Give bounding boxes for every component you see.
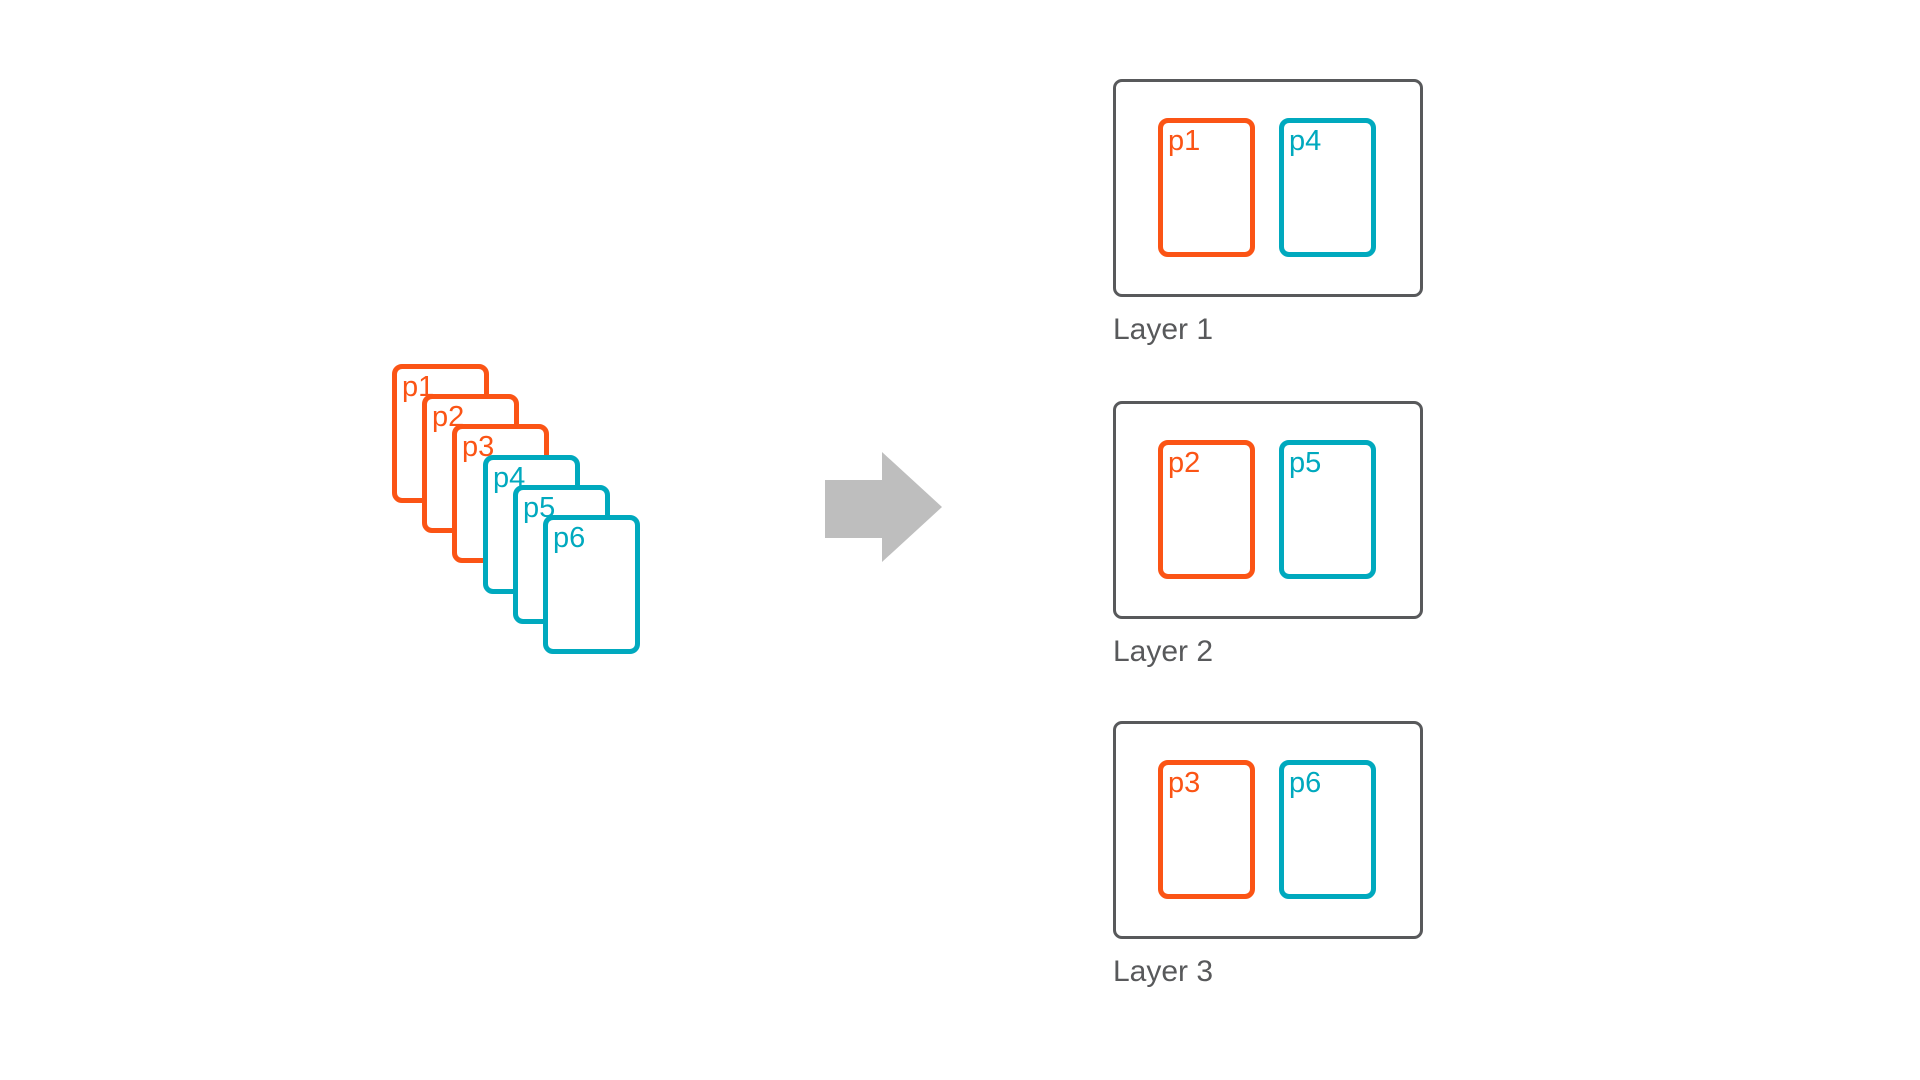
- page-label: p6: [1289, 767, 1322, 799]
- right-arrow-icon: [825, 452, 942, 562]
- page-card: p6: [1279, 760, 1376, 899]
- page-card: p3: [1158, 760, 1255, 899]
- layer-box: p3 p6: [1113, 721, 1423, 939]
- layer-box: p2 p5: [1113, 401, 1423, 619]
- page-card: p1: [1158, 118, 1255, 257]
- layer-label: Layer 3: [1113, 955, 1214, 988]
- page-label: p1: [1168, 125, 1201, 157]
- page-label: p2: [1168, 447, 1201, 479]
- stacked-page-card: p6: [543, 515, 640, 654]
- page-label: p4: [1289, 125, 1322, 157]
- layer-box: p1 p4: [1113, 79, 1423, 297]
- page-label: p3: [1168, 767, 1201, 799]
- page-label: p6: [553, 522, 586, 554]
- page-card: p5: [1279, 440, 1376, 579]
- page-card: p4: [1279, 118, 1376, 257]
- page-card: p2: [1158, 440, 1255, 579]
- layer-label: Layer 1: [1113, 313, 1214, 346]
- page-label: p5: [1289, 447, 1322, 479]
- layer-label: Layer 2: [1113, 635, 1214, 668]
